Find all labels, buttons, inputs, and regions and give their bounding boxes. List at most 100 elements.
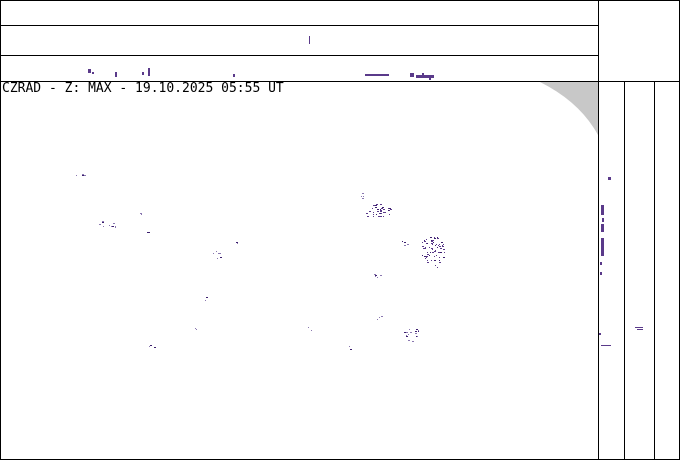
echo-pixel: [109, 225, 110, 226]
echo-pixel: [432, 240, 434, 241]
echo-pixel: [389, 208, 391, 209]
echo-pixel: [435, 265, 436, 266]
echo-pixel: [374, 274, 376, 275]
echo-pixel: [84, 175, 86, 176]
top-profile-echoes: [88, 36, 434, 80]
echo-pixel: [440, 252, 442, 253]
echo-pixel: [434, 237, 435, 238]
echo-pixel: [375, 205, 377, 206]
echo-pixel: [433, 242, 434, 243]
echo-pixel: [424, 240, 425, 241]
echo-pixel: [205, 300, 206, 301]
echo-pixel: [115, 226, 116, 227]
echo-pixel: [373, 216, 374, 217]
echo-pixel: [375, 207, 377, 208]
echo-pixel: [439, 244, 440, 245]
echo-pixel: [140, 213, 142, 214]
echo-pixel: [432, 244, 433, 245]
echo-pixel: [424, 241, 426, 242]
echo-pixel: [111, 226, 112, 227]
echo-pixel: [362, 193, 364, 194]
echo-pixel: [407, 336, 408, 337]
echo-pixel: [435, 250, 436, 251]
echo-pixel: [408, 340, 410, 341]
echo-pixel: [112, 226, 114, 227]
echo-pixel: [102, 222, 104, 223]
echo-pixel: [422, 246, 424, 247]
echo-pixel: [374, 205, 375, 206]
echo-pixel: [372, 208, 373, 209]
echo-pixel: [437, 267, 438, 268]
echo-pixel: [407, 244, 409, 245]
echo-pixel: [389, 214, 390, 215]
echo-pixel: [434, 256, 435, 257]
echo-pixel: [432, 249, 433, 250]
echo-pixel: [429, 247, 430, 248]
echo-pixel: [427, 254, 429, 255]
echo-pixel: [213, 253, 214, 254]
echo-pixel: [435, 245, 436, 246]
echo-pixel: [442, 245, 443, 246]
echo-pixel: [431, 248, 433, 249]
echo-pixel: [380, 216, 382, 217]
echo-pixel: [438, 245, 439, 246]
echo-pixel: [115, 227, 116, 228]
echo-pixel: [382, 207, 384, 208]
echo-pixel: [426, 256, 428, 257]
echo-pixel: [436, 255, 437, 256]
echo-pixel: [409, 329, 410, 330]
echo-pixel: [389, 210, 390, 211]
echo-pixel: [381, 213, 382, 214]
echo-pixel: [380, 204, 382, 205]
echo-pixel: [375, 275, 377, 276]
echo-pixel: [381, 208, 383, 209]
echo-pixel: [380, 209, 381, 210]
echo-pixel: [430, 237, 432, 238]
echo-pixel: [103, 226, 104, 227]
echo-pixel: [308, 327, 309, 328]
echo-pixel: [369, 211, 371, 212]
echo-pixel: [406, 332, 408, 333]
echo-pixel: [219, 253, 221, 254]
echo-pixel: [383, 209, 385, 210]
echo-pixel: [378, 216, 380, 217]
echo-pixel: [150, 345, 152, 346]
radar-echo-field: [76, 174, 445, 350]
echo-pixel: [236, 242, 238, 243]
echo-pixel: [443, 257, 445, 258]
echo-pixel: [417, 336, 418, 337]
echo-pixel: [377, 209, 378, 210]
echo-pixel: [427, 252, 428, 253]
echo-pixel: [380, 213, 381, 214]
echo-pixel: [430, 252, 431, 253]
echo-pixel: [82, 174, 84, 175]
echo-pixel: [429, 255, 430, 256]
echo-pixel: [384, 212, 386, 213]
echo-pixel: [444, 252, 445, 253]
echo-pixel: [438, 252, 440, 253]
echo-pixel: [380, 275, 382, 276]
echo-pixel: [349, 346, 350, 347]
echo-pixel: [406, 335, 407, 336]
echo-pixel: [361, 196, 362, 197]
echo-pixel: [218, 253, 219, 254]
echo-pixel: [206, 297, 208, 298]
side-profile-echoes: [599, 177, 643, 346]
echo-pixel: [404, 245, 406, 246]
echo-pixel: [424, 256, 426, 257]
echo-pixel: [431, 241, 433, 242]
echo-pixel: [437, 237, 438, 238]
echo-pixel: [431, 240, 432, 241]
echo-pixel: [388, 208, 389, 209]
echo-pixel: [415, 333, 417, 334]
radar-title: CZRAD - Z: MAX - 19.10.2025 05:55 UT: [2, 81, 284, 96]
echo-pixel: [380, 210, 382, 211]
echo-pixel: [443, 244, 444, 245]
echo-pixel: [383, 216, 384, 217]
echo-pixel: [102, 221, 104, 222]
echo-pixel: [416, 329, 418, 330]
echo-pixel: [378, 209, 379, 210]
echo-pixel: [427, 260, 428, 261]
echo-pixel: [379, 213, 380, 214]
echo-pixel: [216, 251, 217, 252]
